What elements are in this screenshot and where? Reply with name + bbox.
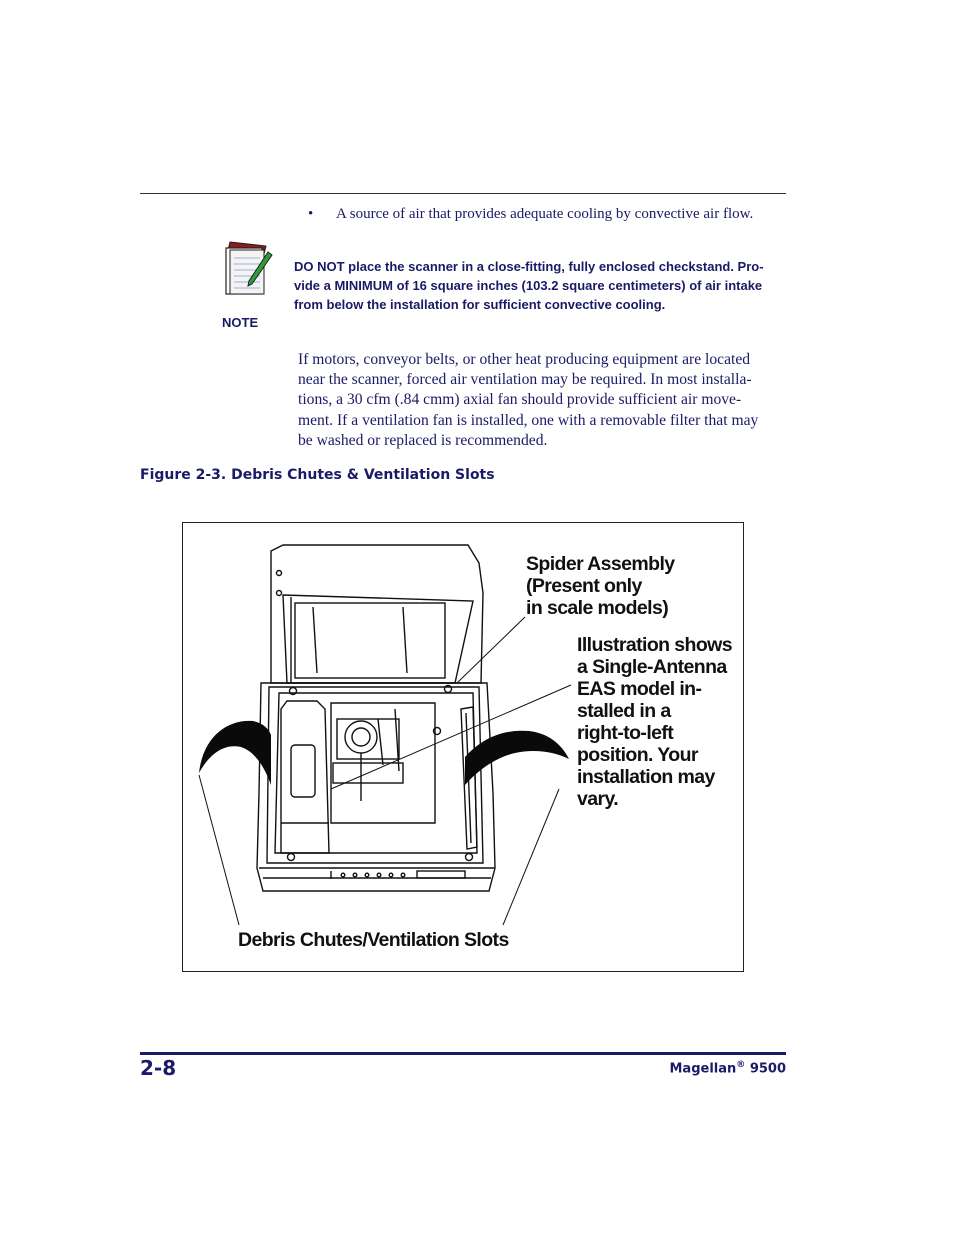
callout-illustration-note: Illustration shows a Single-Antenna EAS … [577,634,742,810]
paragraph-line: near the scanner, forced air ventilation… [298,371,752,389]
note-label: NOTE [222,315,259,330]
body-paragraph: If motors, conveyor belts, or other heat… [298,350,788,451]
paragraph-line: tions, a 30 cfm (.84 cmm) axial fan shou… [298,391,742,409]
product-name: Magellan [669,1061,737,1077]
callout-line: position. Your [577,744,698,766]
arrow-left-chute [199,720,271,785]
paragraph-line: be washed or replaced is recommended. [298,431,548,449]
callout-line: installation may [577,766,715,788]
note-line: DO NOT place the scanner in a close-fitt… [294,259,764,274]
note-line: vide a MINIMUM of 16 square inches (103.… [294,278,763,293]
page-number: 2-8 [140,1056,177,1080]
callout-spider-assembly: Spider Assembly (Present only in scale m… [526,553,675,619]
callout-line: Spider Assembly [526,553,675,575]
paragraph-line: ment. If a ventilation fan is installed,… [298,411,759,429]
notepad-pen-icon [225,241,273,295]
callout-line: a Single-Antenna [577,656,727,678]
callout-line: Illustration shows [577,634,733,656]
figure-frame: Spider Assembly (Present only in scale m… [182,522,744,972]
callout-line: in scale models) [526,597,669,619]
callout-line: vary. [577,788,619,810]
registered-mark: ® [736,1060,746,1070]
callout-line: stalled in a [577,700,671,722]
bullet-text: A source of air that provides adequate c… [336,206,754,222]
note-text: DO NOT place the scanner in a close-fitt… [294,257,772,314]
figure-caption: Figure 2-3. Debris Chutes & Ventilation … [140,467,495,483]
callout-line: right-to-left [577,722,674,744]
header-rule [140,193,786,194]
callout-line: EAS model in- [577,678,702,700]
arrow-right-chute [465,730,569,785]
callout-line: (Present only [526,575,642,597]
paragraph-line: If motors, conveyor belts, or other heat… [298,351,751,368]
product-model: 9500 [749,1061,786,1077]
footer-product-title: Magellan® 9500 [670,1060,787,1076]
callout-debris-chutes: Debris Chutes/Ventilation Slots [238,929,509,951]
footer-rule [140,1052,786,1055]
note-line: from below the installation for sufficie… [294,297,666,312]
scanner-illustration [198,544,572,926]
bullet-marker: • [308,206,314,222]
